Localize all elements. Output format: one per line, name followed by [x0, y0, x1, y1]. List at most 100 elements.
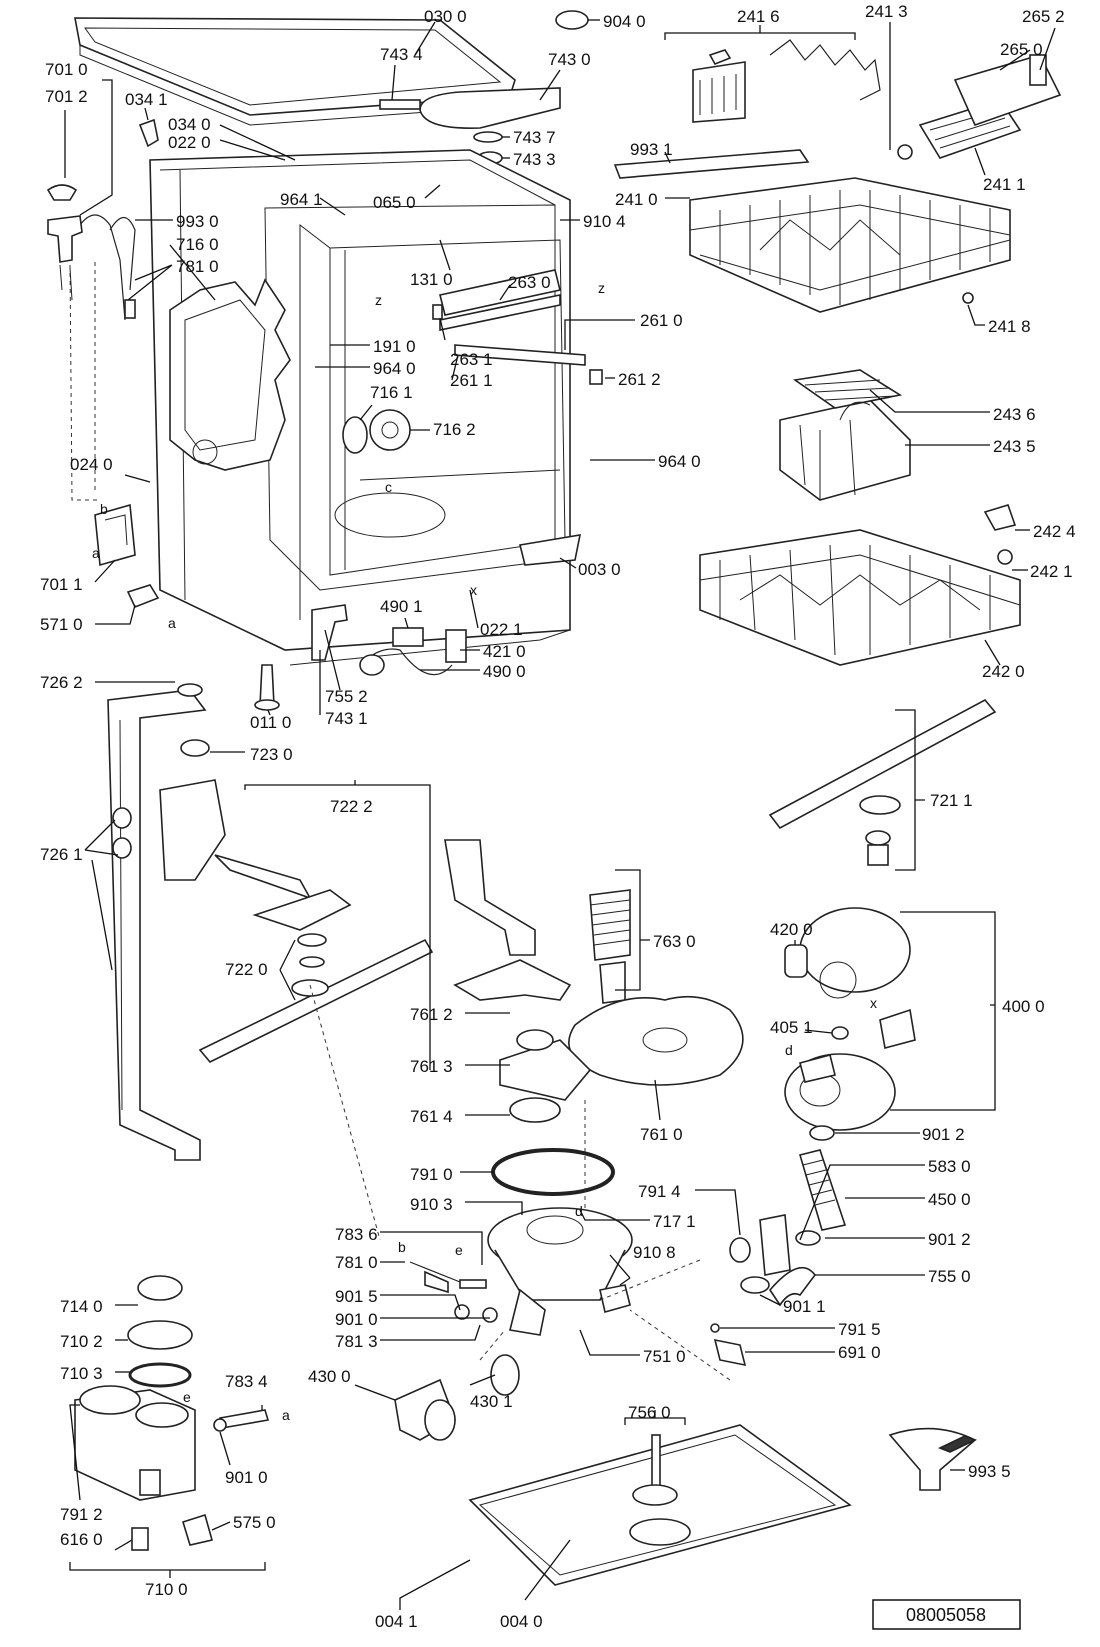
label-265-2: 265 2 — [1022, 7, 1065, 26]
document-reference: 08005058 — [872, 1599, 1021, 1630]
label-781-0-top: 781 0 — [176, 257, 219, 276]
label-761-3: 761 3 — [410, 1057, 453, 1076]
label-241-6: 241 6 — [737, 7, 780, 26]
marker-a-softener: a — [282, 1407, 290, 1423]
marker-c: c — [385, 479, 392, 495]
label-901-2-upper: 901 2 — [922, 1125, 965, 1144]
label-716-1: 716 1 — [370, 383, 413, 402]
label-761-2: 761 2 — [410, 1005, 453, 1024]
marker-d-motor: d — [785, 1042, 793, 1058]
base-tray — [468, 1424, 852, 1586]
label-726-1: 726 1 — [40, 845, 83, 864]
label-571-0: 571 0 — [40, 615, 83, 634]
label-191-0: 191 0 — [373, 337, 416, 356]
marker-a-lower: a — [168, 615, 176, 631]
label-791-0: 791 0 — [410, 1165, 453, 1184]
label-430-1: 430 1 — [470, 1392, 513, 1411]
label-726-2: 726 2 — [40, 673, 83, 692]
filter-assembly — [589, 889, 631, 1004]
label-783-6: 783 6 — [335, 1225, 378, 1244]
label-022-1: 022 1 — [480, 620, 523, 639]
label-241-0: 241 0 — [615, 190, 658, 209]
label-781-0-lower: 781 0 — [335, 1253, 378, 1272]
label-791-5: 791 5 — [838, 1320, 881, 1339]
label-241-8: 241 8 — [988, 317, 1031, 336]
label-781-3: 781 3 — [335, 1332, 378, 1351]
label-910-3: 910 3 — [410, 1195, 453, 1214]
label-241-3: 241 3 — [865, 2, 908, 21]
label-263-1: 263 1 — [450, 350, 493, 369]
label-490-1: 490 1 — [380, 597, 423, 616]
label-131-0: 131 0 — [410, 270, 453, 289]
label-761-4: 761 4 — [410, 1107, 453, 1126]
label-910-8: 910 8 — [633, 1243, 676, 1262]
label-910-4: 910 4 — [583, 212, 626, 231]
side-panel — [169, 278, 291, 471]
label-722-0: 722 0 — [225, 960, 268, 979]
label-030-0: 030 0 — [424, 7, 467, 26]
label-751-0: 751 0 — [643, 1347, 686, 1366]
label-717-1: 717 1 — [653, 1212, 696, 1231]
label-763-0: 763 0 — [653, 932, 696, 951]
cabinet-body — [149, 149, 571, 666]
label-034-1: 034 1 — [125, 90, 168, 109]
label-710-3: 710 3 — [60, 1364, 103, 1383]
label-405-1: 405 1 — [770, 1018, 813, 1037]
label-743-3: 743 3 — [513, 150, 556, 169]
label-701-1: 701 1 — [40, 575, 83, 594]
label-901-2-lower: 901 2 — [928, 1230, 971, 1249]
label-964-0-lower: 964 0 — [658, 452, 701, 471]
marker-b-upper: b — [100, 501, 108, 517]
label-575-0: 575 0 — [233, 1513, 276, 1532]
upper-basket — [689, 177, 1011, 313]
label-242-4: 242 4 — [1033, 522, 1076, 541]
label-261-0: 261 0 — [640, 311, 683, 330]
cutlery-basket — [779, 369, 911, 501]
seal-ring — [491, 1148, 615, 1196]
label-783-4: 783 4 — [225, 1372, 268, 1391]
water-softener — [74, 1275, 196, 1501]
supply-tube — [107, 683, 210, 1161]
cover-plate — [419, 87, 561, 129]
label-716-2: 716 2 — [433, 420, 476, 439]
label-755-2: 755 2 — [325, 687, 368, 706]
label-722-2: 722 2 — [330, 797, 373, 816]
label-616-0: 616 0 — [60, 1530, 103, 1549]
label-714-0: 714 0 — [60, 1297, 103, 1316]
label-716-0: 716 0 — [176, 235, 219, 254]
label-024-0: 024 0 — [70, 455, 113, 474]
label-583-0: 583 0 — [928, 1157, 971, 1176]
label-901-5: 901 5 — [335, 1287, 378, 1306]
label-490-0: 490 0 — [483, 662, 526, 681]
label-004-1: 004 1 — [375, 1612, 418, 1631]
funnel — [888, 1427, 977, 1491]
label-265-0: 265 0 — [1000, 40, 1043, 59]
label-263-0: 263 0 — [508, 273, 551, 292]
label-743-4: 743 4 — [380, 45, 423, 64]
label-065-0: 065 0 — [373, 193, 416, 212]
label-243-6: 243 6 — [993, 405, 1036, 424]
sump-assembly — [487, 1207, 633, 1396]
label-011-0: 011 0 — [250, 713, 291, 732]
label-743-0: 743 0 — [548, 50, 591, 69]
knob-part — [555, 10, 589, 30]
label-964-1: 964 1 — [280, 190, 323, 209]
marker-e-hose: e — [455, 1242, 463, 1258]
label-723-0: 723 0 — [250, 745, 293, 764]
lower-spray-arm — [768, 698, 997, 866]
marker-b-hose: b — [398, 1239, 406, 1255]
label-004-0: 004 0 — [500, 1612, 543, 1631]
label-993-1: 993 1 — [630, 140, 673, 159]
upper-spray-arm — [159, 779, 434, 1063]
label-243-5: 243 5 — [993, 437, 1036, 456]
label-791-2: 791 2 — [60, 1505, 103, 1524]
document-reference-number: 08005058 — [906, 1605, 986, 1625]
label-261-2: 261 2 — [618, 370, 661, 389]
label-241-1: 241 1 — [983, 175, 1026, 194]
label-701-0: 701 0 — [45, 60, 88, 79]
marker-a-upper: a — [92, 545, 100, 561]
marker-x-tub: x — [470, 582, 477, 598]
label-261-1: 261 1 — [450, 371, 493, 390]
marker-e-softener: e — [183, 1389, 191, 1405]
